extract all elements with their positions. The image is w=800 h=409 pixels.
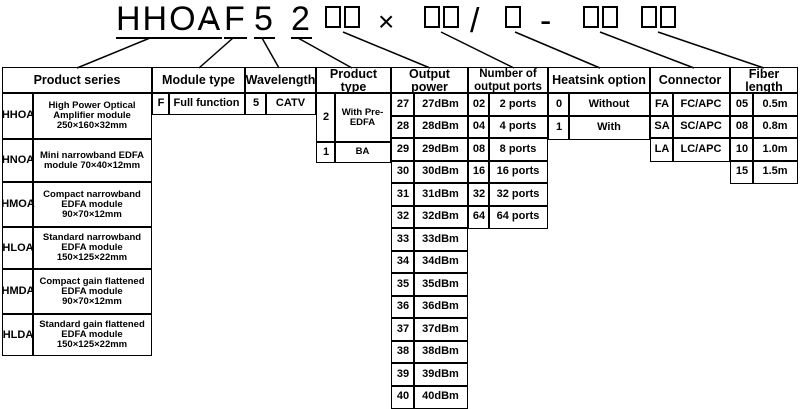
output-power-code: 38 [391, 340, 415, 365]
output-power-desc: 36dBm [413, 295, 468, 320]
header-wavelength: Wavelength [245, 67, 316, 94]
connector-desc: SC/APC [672, 115, 730, 140]
fiber-length-code: 08 [730, 115, 754, 140]
output-power-desc: 31dBm [413, 182, 468, 207]
fiber-length-desc: 0.8m [752, 115, 798, 140]
module-desc: Full function [168, 92, 245, 115]
header-heatsink: Heatsink option [548, 67, 650, 94]
fiber-length-placeholder [641, 6, 676, 28]
series-code: HNOA [2, 139, 34, 182]
connector-desc: LC/APC [672, 137, 730, 162]
series-desc: Compact gain flattened EDFA module 90×70… [32, 269, 152, 314]
code-module: F [224, 2, 247, 39]
output-ports-desc: 16 ports [488, 160, 548, 185]
header-output-ports: Number of output ports [468, 67, 548, 94]
fiber-length-desc: 0.5m [752, 92, 798, 117]
output-ports-desc: 32 ports [488, 182, 548, 207]
connector-placeholder [583, 6, 618, 28]
code-dash: - [206, 2, 219, 41]
code-wavelength: 5 [254, 2, 275, 39]
header-module-type: Module type [152, 67, 245, 94]
product-type-desc: With Pre-EDFA [334, 92, 391, 143]
output-power-code: 32 [391, 205, 415, 230]
output-power-code: 39 [391, 362, 415, 387]
output-power-code: 31 [391, 182, 415, 207]
connector-code: SA [650, 115, 674, 140]
header-output-power: Output power [391, 67, 468, 94]
output-power-code: 34 [391, 250, 415, 275]
output-power-code: 29 [391, 137, 415, 162]
series-desc: Mini narrowband EDFA module 70×40×12mm [32, 139, 152, 182]
model-code-line: HHOA - F 5 2 × / - [0, 0, 800, 45]
output-power-desc: 40dBm [413, 385, 468, 409]
output-power-desc: 35dBm [413, 272, 468, 297]
header-connector: Connector [650, 67, 730, 94]
series-code: HMDA [2, 269, 34, 314]
output-ports-code: 16 [468, 160, 490, 185]
output-power-code: 37 [391, 317, 415, 342]
output-ports-code: 04 [468, 115, 490, 140]
output-power-code: 40 [391, 385, 415, 409]
connector-desc: FC/APC [672, 92, 730, 117]
output-power-code: 35 [391, 272, 415, 297]
fiber-length-code: 05 [730, 92, 754, 117]
output-power-desc: 32dBm [413, 205, 468, 230]
fiber-length-desc: 1.0m [752, 137, 798, 162]
fiber-length-code: 10 [730, 137, 754, 162]
output-power-desc: 37dBm [413, 317, 468, 342]
output-power-desc: 27dBm [413, 92, 468, 117]
output-ports-placeholder [424, 6, 459, 28]
output-power-desc: 30dBm [413, 160, 468, 185]
fiber-length-code: 15 [730, 160, 754, 185]
output-power-code: 36 [391, 295, 415, 320]
output-ports-desc: 8 ports [488, 137, 548, 162]
output-power-code: 28 [391, 115, 415, 140]
output-ports-code: 08 [468, 137, 490, 162]
output-power-code: 30 [391, 160, 415, 185]
wavelength-code: 5 [245, 92, 267, 115]
output-power-code: 33 [391, 227, 415, 252]
connector-code: FA [650, 92, 674, 117]
product-type-code: 1 [316, 141, 336, 163]
output-power-desc: 33dBm [413, 227, 468, 252]
output-ports-desc: 64 ports [488, 205, 548, 230]
output-ports-code: 64 [468, 205, 490, 230]
series-code: HLOA [2, 227, 34, 269]
output-power-desc: 39dBm [413, 362, 468, 387]
output-ports-code: 32 [468, 182, 490, 207]
output-power-desc: 34dBm [413, 250, 468, 275]
series-code: HLDA [2, 314, 34, 356]
series-desc: Standard narrowband EDFA module 150×125×… [32, 227, 152, 269]
product-type-code: 2 [316, 92, 336, 143]
output-power-desc: 38dBm [413, 340, 468, 365]
output-power-code: 27 [391, 92, 415, 117]
header-fiber-length: Fiber length [730, 67, 798, 94]
heatsink-code: 0 [548, 92, 570, 117]
series-code: HMOA [2, 182, 34, 227]
product-type-desc: BA [334, 141, 391, 163]
output-power-desc: 28dBm [413, 115, 468, 140]
code-slash: / [470, 2, 481, 41]
connector-code: LA [650, 137, 674, 162]
code-dash-2: - [540, 2, 553, 41]
heatsink-code: 1 [548, 115, 570, 140]
output-power-placeholder [325, 6, 360, 28]
output-ports-desc: 4 ports [488, 115, 548, 140]
series-desc: Standard gain flattened EDFA module 150×… [32, 314, 152, 356]
output-ports-code: 02 [468, 92, 490, 117]
code-product-type: 2 [291, 2, 312, 39]
header-product-series: Product series [2, 67, 152, 94]
fiber-length-desc: 1.5m [752, 160, 798, 185]
heatsink-placeholder [505, 6, 521, 28]
output-ports-desc: 2 ports [488, 92, 548, 117]
output-power-desc: 29dBm [413, 137, 468, 162]
heatsink-desc: Without [568, 92, 650, 117]
series-desc: Compact narrowband EDFA module 90×70×12m… [32, 182, 152, 227]
heatsink-desc: With [568, 115, 650, 140]
series-code: HHOA [2, 92, 34, 139]
wavelength-desc: CATV [265, 92, 316, 115]
header-product-type: Product type [316, 67, 391, 94]
series-desc: High Power Optical Amplifier module 250×… [32, 92, 152, 139]
code-times: × [378, 6, 396, 38]
